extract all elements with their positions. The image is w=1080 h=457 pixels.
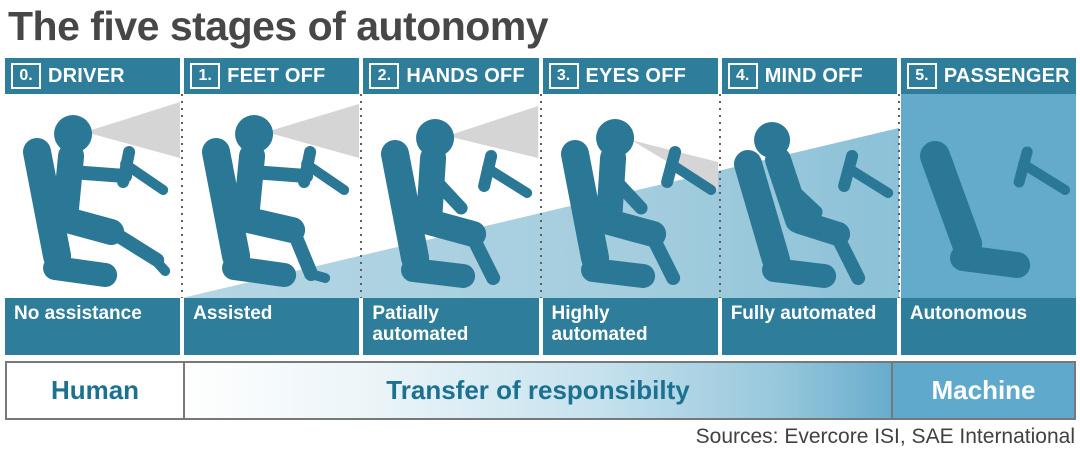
stage-column-mind-off: 4. MIND OFF <box>721 58 897 356</box>
stage-header-label: MIND OFF <box>764 64 863 87</box>
stage-header: 2. HANDS OFF <box>363 58 539 95</box>
machine-cell: Machine <box>893 363 1074 419</box>
page-title: The five stages of autonomy <box>8 3 549 49</box>
stage-grid: 0. DRIVER <box>5 58 1077 356</box>
stage-number-badge: 1. <box>190 63 221 90</box>
driver-mind-off-icon <box>733 122 893 289</box>
stage-illustration <box>722 94 897 298</box>
human-cell: Human <box>7 363 183 419</box>
driver-attentive-icon <box>23 102 181 288</box>
driver-hands-off-icon <box>381 106 539 289</box>
stage-caption-label: Highly automated <box>551 303 648 346</box>
stage-illustration <box>5 94 181 298</box>
stage-header: 0. DRIVER <box>5 58 181 95</box>
transfer-cell: Transfer of responsibilty <box>183 363 893 419</box>
stage-header: 5. PASSENGER <box>900 58 1077 95</box>
stage-caption: Assisted <box>184 298 360 356</box>
stage-number-badge: 5. <box>906 63 937 90</box>
stage-caption: Highly automated <box>542 298 718 356</box>
stage-illustration <box>543 94 718 298</box>
stage-number-badge: 0. <box>11 63 41 90</box>
stage-column-feet-off: 1. FEET OFF <box>184 58 360 356</box>
stage-caption-label: Patially automated <box>372 303 469 346</box>
stage-header: 1. FEET OFF <box>184 58 360 95</box>
responsibility-bar: Human Transfer of responsibilty Machine <box>5 361 1076 421</box>
infographic: The five stages of autonomy <box>5 0 1077 449</box>
empty-seat-icon <box>919 141 1071 279</box>
stage-illustration <box>900 94 1077 299</box>
stage-column-passenger: 5. PASSENGER Autonomous <box>900 58 1077 356</box>
stage-header: 3. EYES OFF <box>542 58 718 95</box>
stage-header-label: DRIVER <box>48 64 125 87</box>
stage-caption-label: Autonomous <box>909 303 1028 325</box>
stage-caption-label: Fully automated <box>730 303 877 325</box>
stage-header-label: FEET OFF <box>227 64 326 87</box>
stage-number-badge: 2. <box>369 63 400 90</box>
stage-header: 4. MIND OFF <box>721 58 897 95</box>
stage-caption: Autonomous <box>900 298 1077 356</box>
stage-caption: No assistance <box>5 298 181 356</box>
source-attribution: Sources: Evercore ISI, SAE International <box>695 425 1075 449</box>
stage-header-label: EYES OFF <box>585 64 687 87</box>
stage-column-eyes-off: 3. EYES OFF <box>542 58 718 356</box>
stage-header-label: PASSENGER <box>943 64 1070 87</box>
stage-header-label: HANDS OFF <box>406 64 525 87</box>
stage-illustration <box>363 94 539 298</box>
stage-caption-label: Assisted <box>193 303 273 325</box>
stage-caption-label: No assistance <box>14 303 142 325</box>
stage-illustration <box>184 94 360 298</box>
stage-caption: Fully automated <box>721 298 897 356</box>
driver-eyes-off-icon <box>560 119 718 289</box>
driver-feet-off-icon <box>202 104 360 288</box>
stage-number-badge: 3. <box>548 63 579 90</box>
stage-column-driver: 0. DRIVER <box>5 58 181 356</box>
stage-number-badge: 4. <box>727 63 758 90</box>
automation-wedge <box>5 94 1076 299</box>
stage-column-hands-off: 2. HANDS OFF <box>363 58 539 356</box>
stage-caption: Patially automated <box>363 298 539 356</box>
